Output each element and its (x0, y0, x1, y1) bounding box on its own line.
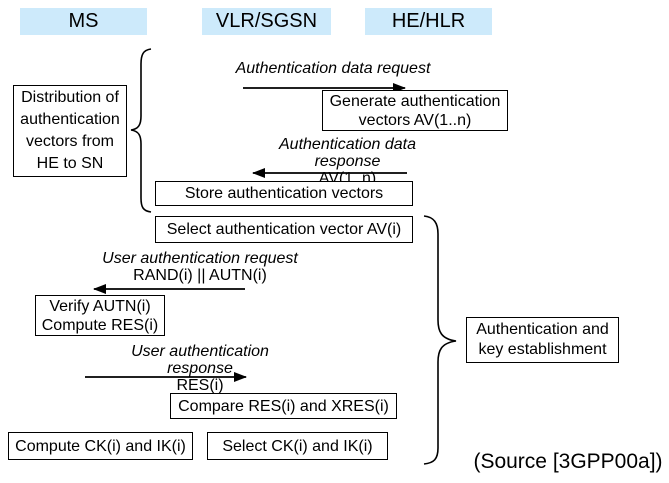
left-brace (130, 48, 152, 213)
box-select-ck-ik: Select CK(i) and IK(i) (207, 432, 388, 460)
source-citation: (Source [3GPP00a]) (473, 450, 663, 473)
message-user-auth-response: User authentication response RES(i) (100, 343, 300, 394)
box-compute-ck-ik: Compute CK(i) and IK(i) (8, 432, 193, 460)
box-distribution-of-vectors: Distribution of authentication vectors f… (13, 85, 127, 177)
message-param: RES(i) (176, 377, 224, 394)
box-store-vectors: Store authentication vectors (155, 181, 413, 206)
box-verify-autn-compute-res: Verify AUTN(i) Compute RES(i) (35, 295, 165, 336)
lane-header-ms: MS (20, 8, 147, 35)
box-select-vector: Select authentication vector AV(i) (155, 216, 413, 243)
lane-header-he-hlr: HE/HLR (365, 8, 492, 35)
message-auth-data-response: Authentication data response AV(1..n) (245, 136, 450, 187)
box-compare-res-xres: Compare RES(i) and XRES(i) (170, 393, 397, 419)
message-label: Authentication data request (235, 60, 431, 77)
message-param: RAND(i) || AUTN(i) (133, 267, 267, 284)
box-authentication-key-establishment: Authentication and key establishment (466, 317, 619, 363)
box-generate-vectors: Generate authentication vectors AV(1..n) (322, 90, 508, 131)
lane-header-vlr-sgsn: VLR/SGSN (202, 8, 331, 35)
message-label: User authentication response (131, 343, 269, 377)
message-user-auth-request: User authentication request RAND(i) || A… (100, 250, 300, 284)
message-label: User authentication request (102, 250, 298, 267)
message-label: Authentication data response (279, 136, 416, 170)
right-brace (423, 215, 457, 465)
message-auth-data-request: Authentication data request (233, 60, 433, 77)
